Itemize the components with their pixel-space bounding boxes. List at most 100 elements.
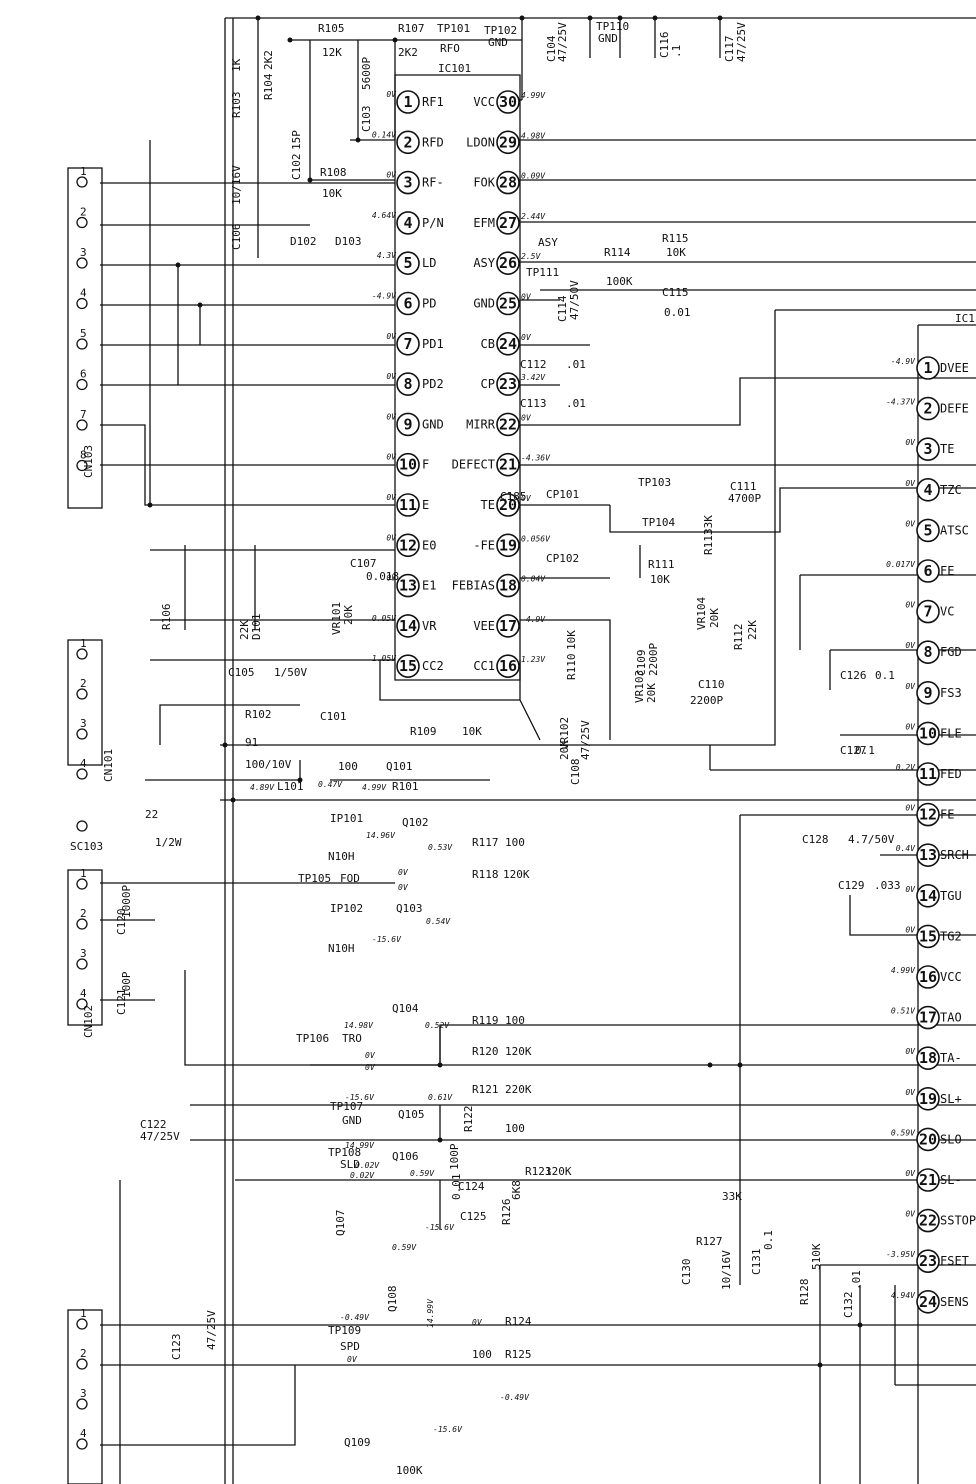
component-label: R124 bbox=[505, 1315, 532, 1328]
connector-pin-number: 2 bbox=[80, 907, 87, 920]
pin-number: 28 bbox=[499, 174, 517, 192]
wire bbox=[159, 704, 300, 745]
connector-pin-number: 8 bbox=[80, 449, 87, 462]
pin-voltage: 2.44V bbox=[521, 212, 546, 221]
pin-voltage: 1.05V bbox=[372, 654, 397, 663]
component-label: R114 bbox=[604, 246, 631, 259]
pin-number: 8 bbox=[403, 375, 412, 393]
component-label: R126 bbox=[500, 1199, 513, 1226]
connector-pin bbox=[76, 176, 88, 188]
connector-name: CN103 bbox=[82, 445, 95, 478]
pin-circle bbox=[496, 211, 520, 235]
component-label: 4.7/50V bbox=[848, 833, 895, 846]
connector-pin-number: 3 bbox=[80, 246, 87, 259]
pin-voltage: 0V bbox=[386, 171, 397, 180]
component-label: TP109 bbox=[328, 1324, 361, 1337]
component-label: 47/50V bbox=[568, 280, 581, 320]
component-label: C105 bbox=[228, 666, 255, 679]
pin-circle bbox=[496, 170, 520, 195]
component-label: C107 bbox=[350, 557, 377, 570]
wires bbox=[100, 17, 976, 1484]
pin-number: 20 bbox=[499, 496, 517, 514]
connector-pin-number: 3 bbox=[80, 717, 87, 730]
junction-dot bbox=[717, 15, 723, 21]
pin-label: ASY bbox=[473, 256, 495, 270]
component-label: TP102 bbox=[484, 24, 517, 37]
pin-voltage: -4.9V bbox=[372, 292, 397, 301]
pin-circle bbox=[916, 762, 940, 786]
pin-number: 18 bbox=[499, 577, 517, 595]
pin-circle bbox=[496, 291, 520, 316]
component-label: 100 bbox=[505, 1014, 525, 1027]
pin-label: PD bbox=[422, 297, 436, 311]
junction-dot bbox=[197, 302, 203, 308]
component-label: R110 bbox=[565, 654, 578, 681]
component-label: Q102 bbox=[402, 816, 429, 829]
connector-pin bbox=[76, 820, 88, 832]
component-label: 15P bbox=[290, 130, 303, 150]
pin-label: VC bbox=[940, 605, 954, 619]
pin-number: 26 bbox=[499, 254, 517, 272]
pin-label: CB bbox=[481, 337, 495, 351]
pin-circle bbox=[496, 654, 520, 679]
connector-pin bbox=[76, 338, 88, 350]
connector-box bbox=[67, 167, 103, 509]
connector-name: CN101 bbox=[102, 749, 115, 782]
pin-label: FS3 bbox=[940, 686, 962, 700]
component-label: .01 bbox=[566, 397, 586, 410]
connector-pin bbox=[76, 419, 88, 431]
component-label: .1 bbox=[670, 45, 683, 58]
pin-number: 24 bbox=[919, 1293, 937, 1311]
component-label: C114 bbox=[556, 295, 569, 322]
pin-circle bbox=[916, 1127, 940, 1152]
pin-label: VR bbox=[422, 619, 437, 633]
pin-voltage: 0V bbox=[521, 333, 532, 342]
component-label: 14.99V bbox=[426, 1298, 435, 1328]
junction-dot bbox=[617, 15, 623, 21]
pin-label: MIRR bbox=[466, 417, 496, 431]
component-label: C116 bbox=[658, 32, 671, 59]
wire bbox=[184, 970, 976, 1066]
pin-number: 21 bbox=[919, 1171, 937, 1189]
component-label: 100/10V bbox=[245, 758, 292, 771]
pin-voltage: 4.3V bbox=[377, 251, 397, 260]
junction-dot bbox=[297, 777, 303, 783]
pin-voltage: 2.5V bbox=[521, 252, 541, 261]
pin-voltage: 4.99V bbox=[521, 91, 546, 100]
pin-circle bbox=[916, 1087, 940, 1111]
pin-number: 21 bbox=[499, 456, 517, 474]
component-label: VR103 bbox=[633, 670, 646, 703]
junction-dot bbox=[437, 1062, 443, 1068]
pin-circle bbox=[496, 412, 520, 437]
component-label: .1 bbox=[500, 490, 513, 503]
pin-label: FEBIAS bbox=[452, 579, 495, 593]
component-label: C101 bbox=[320, 710, 347, 723]
component-label: 0.01 bbox=[664, 306, 691, 319]
component-label: 0.018 bbox=[366, 570, 399, 583]
component-label: C104 bbox=[545, 35, 558, 62]
wire bbox=[520, 377, 976, 426]
pin-circle bbox=[496, 493, 520, 517]
pin-voltage: 0V bbox=[905, 438, 916, 447]
connector-pin-number: 4 bbox=[80, 1427, 87, 1440]
connector-pin-number: 2 bbox=[80, 677, 87, 690]
component-label: 14.96V bbox=[366, 831, 396, 840]
component-label: Q103 bbox=[396, 902, 423, 915]
component-label: C110 bbox=[698, 678, 725, 691]
pin-label: GND bbox=[473, 297, 495, 311]
pin-number: 30 bbox=[499, 93, 517, 111]
pin-voltage: 4.64V bbox=[372, 211, 397, 220]
pin-voltage: 0.05V bbox=[372, 614, 397, 623]
